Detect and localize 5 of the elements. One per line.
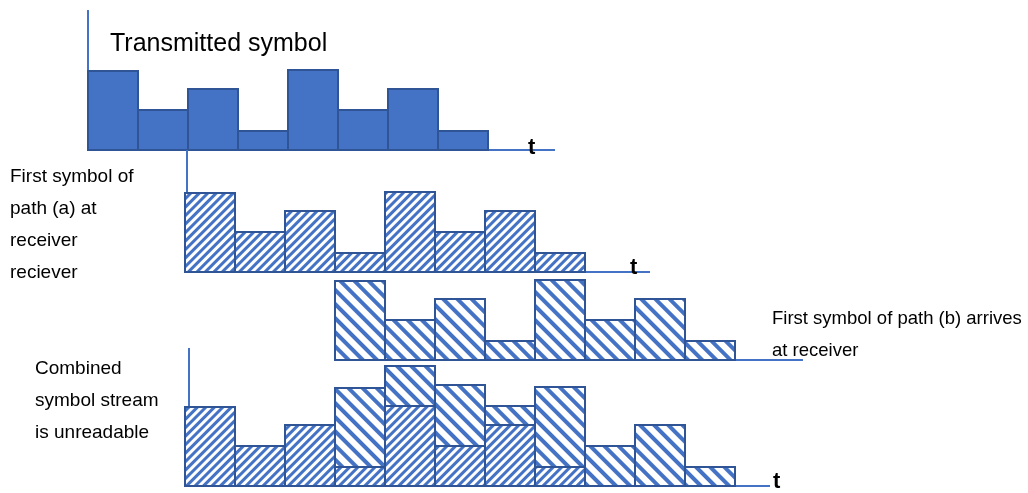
chart-title: Transmitted symbol — [110, 27, 329, 58]
annotation-text: First symbol of path (a) at receiver reciever — [10, 164, 135, 284]
axis-label: t — [773, 470, 781, 492]
annotation-text: First symbol of path (b) arrives at receiver — [772, 306, 1023, 362]
annotation-text: Combined symbol stream is unreadable — [35, 356, 160, 444]
